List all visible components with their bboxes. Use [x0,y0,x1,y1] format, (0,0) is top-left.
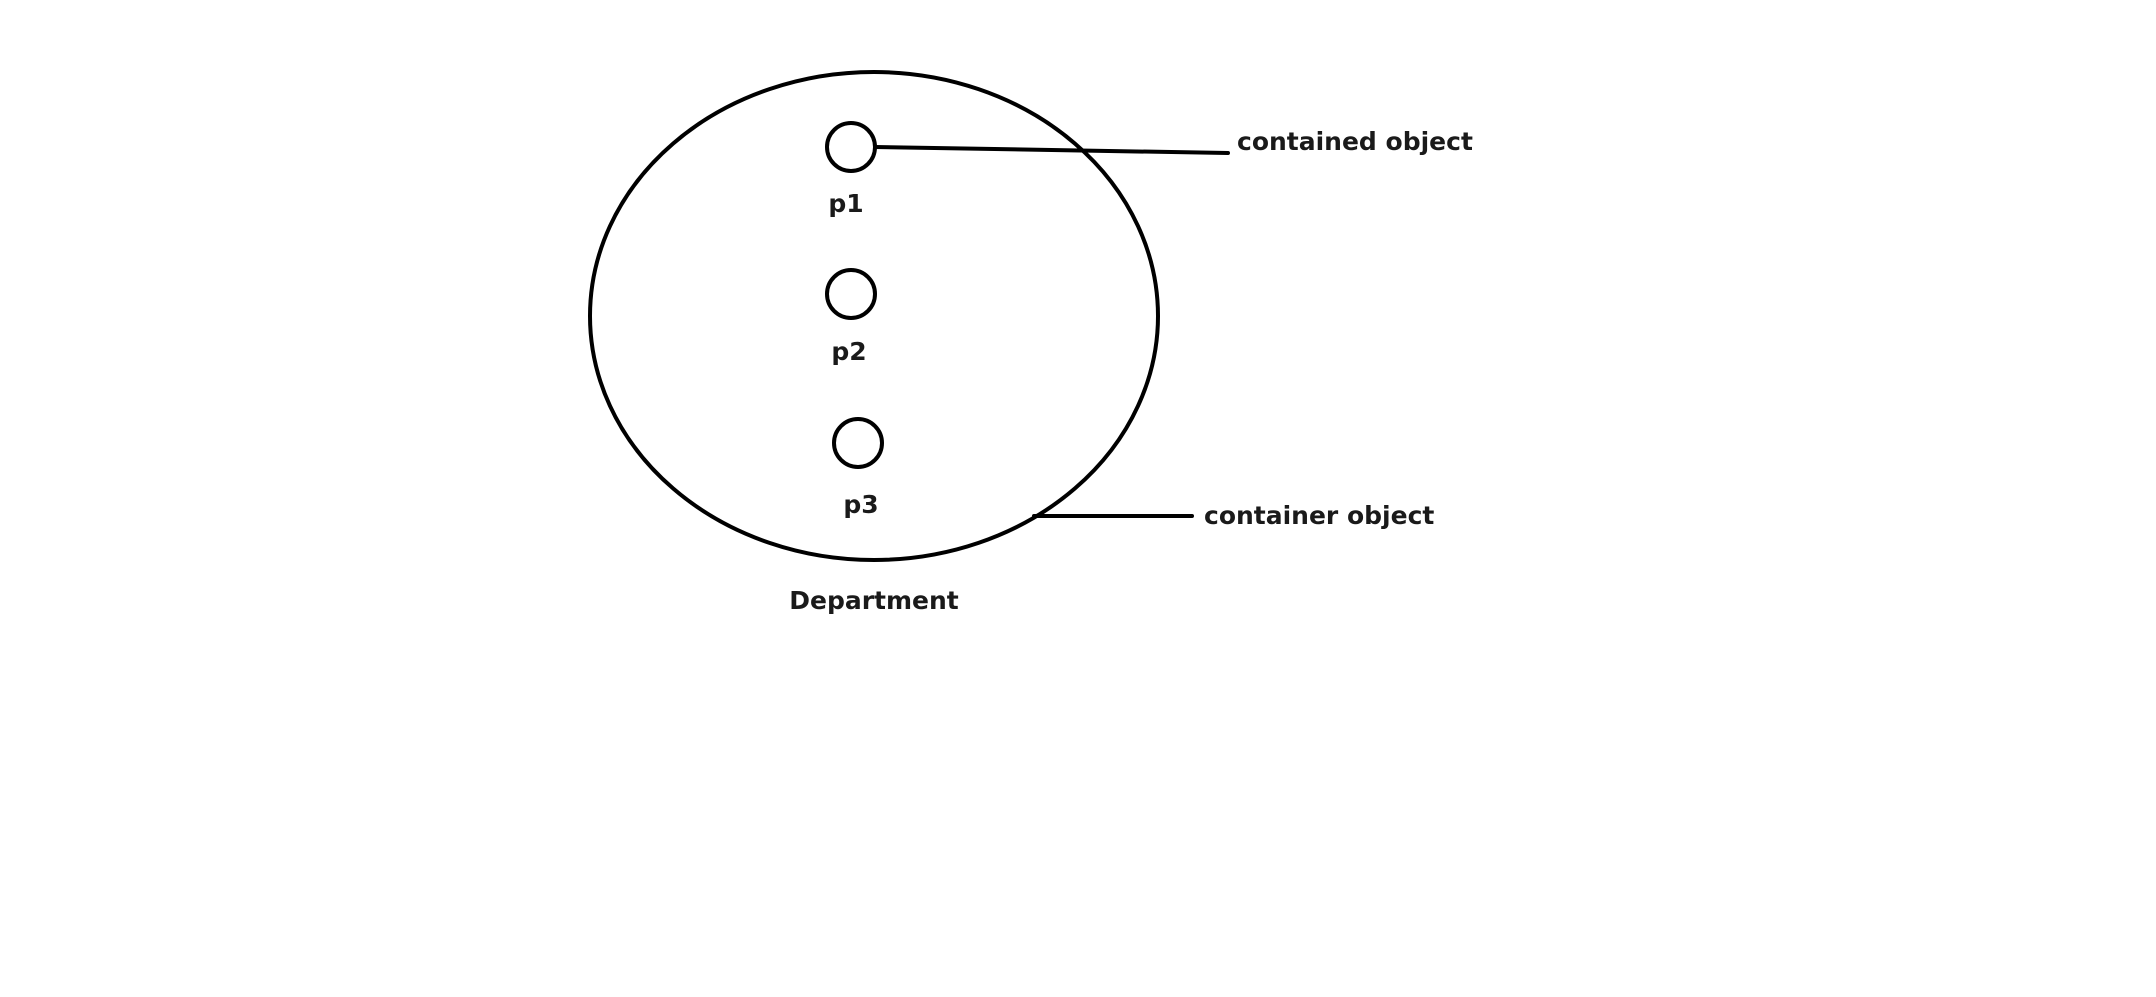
object-p2-label: p2 [831,337,866,366]
container-object-annotation: container object [1204,501,1434,530]
contained-object-annotation: contained object [1237,127,1473,156]
object-p3-circle [832,417,884,469]
object-p1-circle [825,121,877,173]
object-p2-circle [825,268,877,320]
department-container-ellipse [588,70,1160,562]
department-label: Department [789,586,959,615]
contained-object-pointer-line [873,145,1230,155]
object-p1-label: p1 [828,189,863,218]
object-p3-label: p3 [843,490,878,519]
